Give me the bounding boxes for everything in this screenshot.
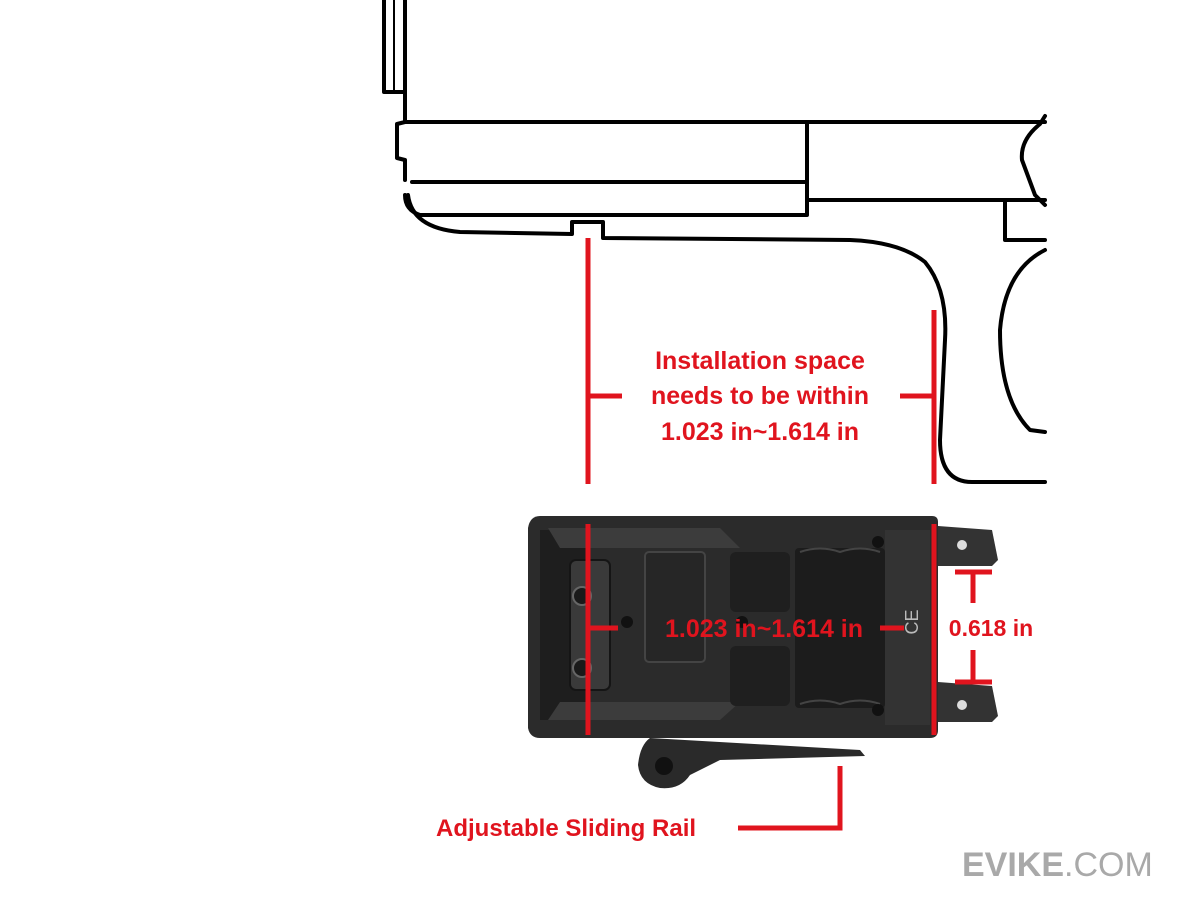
installation-label-line2: needs to be within [651,382,869,410]
watermark-suffix: .COM [1064,846,1153,884]
rail-width-bracket [955,569,992,685]
installation-label-line1: Installation space [655,347,865,375]
evike-watermark: EVIKE.COM [962,846,1153,884]
pistol-outline-icon [382,0,1047,484]
installation-label-line3: 1.023 in~1.614 in [661,418,859,446]
watermark-brand: EVIKE [962,846,1064,884]
weapon-light-icon: CE [528,516,998,789]
installation-space-bracket [585,238,937,484]
inner-span-label: 1.023 in~1.614 in [665,615,863,643]
rail-width-label: 0.618 in [949,615,1033,641]
inner-span-bracket [585,524,937,735]
ce-mark: CE [902,609,922,634]
sliding-rail-pointer [738,766,843,831]
sliding-rail-label: Adjustable Sliding Rail [436,815,696,842]
